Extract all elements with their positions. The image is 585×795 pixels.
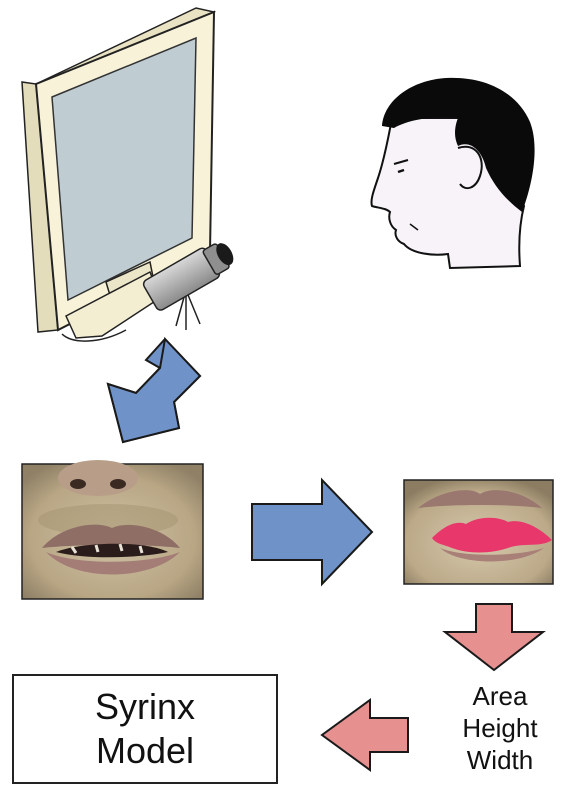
syrinx-model-line1: Syrinx: [95, 685, 195, 729]
model-arrow-icon: [322, 700, 408, 770]
mouth-photo-raw: [22, 460, 203, 599]
capture-arrow-icon: [108, 339, 200, 442]
syrinx-model-line2: Model: [96, 729, 194, 773]
head-profile-icon: [371, 78, 534, 268]
feature-arrow-icon: [445, 604, 543, 670]
processing-arrow-icon: [252, 480, 372, 584]
syrinx-model-box: Syrinx Model: [12, 674, 278, 784]
feature-height-label: Height: [430, 712, 570, 744]
mouth-photo-segmented: [404, 480, 553, 584]
feature-area-label: Area: [430, 680, 570, 712]
feature-list: Area Height Width: [430, 680, 570, 776]
feature-width-label: Width: [430, 744, 570, 776]
